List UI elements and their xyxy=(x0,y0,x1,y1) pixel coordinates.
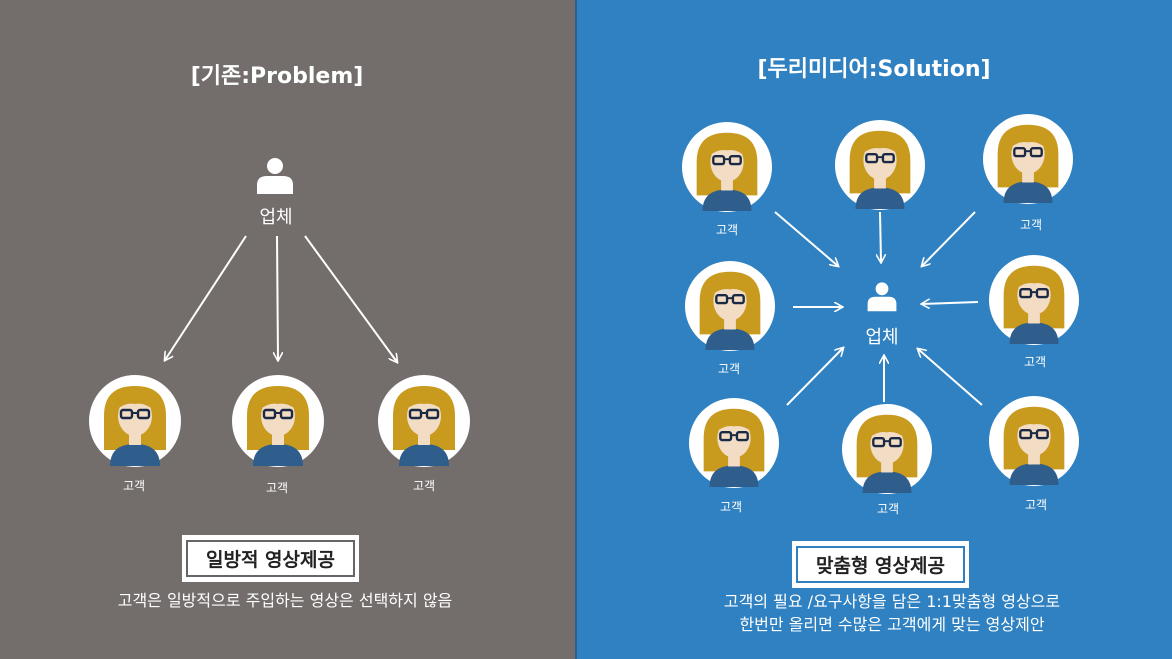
arrow-customer-tl-to-company xyxy=(774,211,838,266)
person-icon xyxy=(257,158,293,194)
woman-glasses-avatar-icon xyxy=(834,119,926,211)
woman-glasses-avatar-icon xyxy=(982,113,1074,205)
left-title: [기존:Problem] xyxy=(190,64,364,89)
right-customer-label-6: 고객 xyxy=(876,502,900,516)
right-customer-label-3: 고객 xyxy=(717,362,741,376)
right-company-label: 업체 xyxy=(865,327,899,348)
right-customer-label-1: 고객 xyxy=(715,223,739,237)
panel-divider xyxy=(575,0,577,659)
arrow-customer-mr-to-company xyxy=(922,302,979,304)
arrow-customer-bl-to-company xyxy=(786,348,843,406)
right-title: [두리미디어:Solution] xyxy=(757,57,991,82)
left-customer-label-1: 고객 xyxy=(122,479,146,493)
left-customer-label-2: 고객 xyxy=(265,481,289,495)
right-customer-label-5: 고객 xyxy=(719,500,743,514)
right-caption-line-1: 고객의 필요 /요구사항을 담은 1:1맞춤형 영상으로 xyxy=(723,592,1061,611)
woman-glasses-avatar-icon xyxy=(841,403,933,495)
left-caption: 고객은 일방적으로 주입하는 영상은 선택하지 않음 xyxy=(117,591,453,610)
right-summary-box: 맞춤형 영상제공 xyxy=(792,541,969,588)
right-summary-label: 맞춤형 영상제공 xyxy=(796,546,965,583)
woman-glasses-avatar-icon xyxy=(684,260,776,352)
right-customer-label-7: 고객 xyxy=(1024,498,1048,512)
right-customer-label-2: 고객 xyxy=(1019,218,1043,232)
arrow-company-to-customer-2 xyxy=(277,235,278,360)
woman-glasses-avatar-icon xyxy=(232,375,324,467)
arrow-customer-br-to-company xyxy=(918,349,983,406)
right-caption-line-2: 한번만 올리면 수많은 고객에게 맞는 영상제안 xyxy=(739,615,1045,634)
woman-glasses-avatar-icon xyxy=(988,254,1080,346)
person-icon xyxy=(867,282,897,312)
woman-glasses-avatar-icon xyxy=(688,397,780,489)
woman-glasses-avatar-icon xyxy=(89,375,181,467)
left-summary-label: 일방적 영상제공 xyxy=(186,540,355,577)
left-company-label: 업체 xyxy=(259,207,293,228)
arrow-company-to-customer-1 xyxy=(165,235,247,360)
woman-glasses-avatar-icon xyxy=(988,395,1080,487)
arrow-company-to-customer-3 xyxy=(304,235,397,362)
woman-glasses-avatar-icon xyxy=(681,121,773,213)
arrow-customer-tc-to-company xyxy=(880,211,881,262)
left-summary-box: 일방적 영상제공 xyxy=(182,535,359,582)
right-customer-label-4: 고객 xyxy=(1023,355,1047,369)
arrow-customer-tr-to-company xyxy=(922,211,976,266)
woman-glasses-avatar-icon xyxy=(378,375,470,467)
left-customer-label-3: 고객 xyxy=(412,479,436,493)
